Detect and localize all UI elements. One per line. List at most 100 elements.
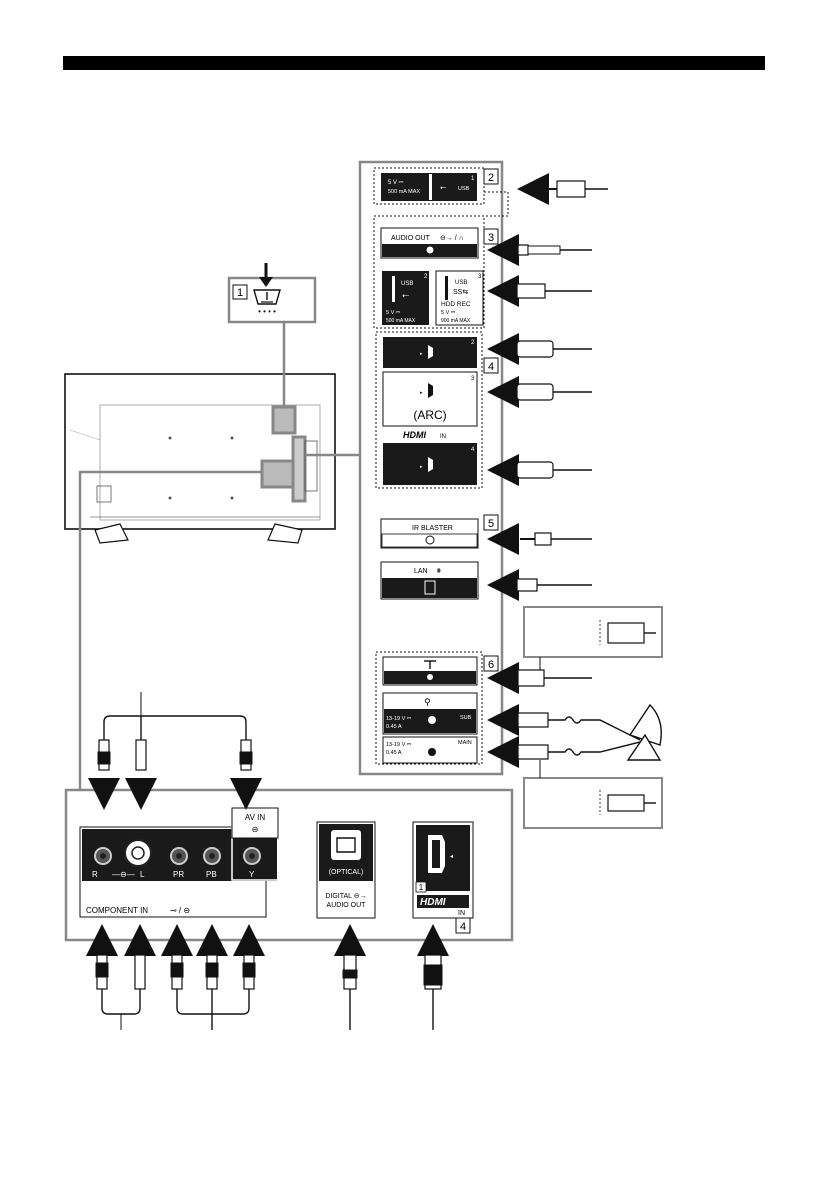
callout-4-bottom-label: 4: [460, 921, 466, 933]
callout-3-label: 3: [488, 232, 494, 244]
f-plug-detail: [523, 760, 663, 829]
header-bar: [63, 56, 765, 70]
svg-text:5 V ⎓: 5 V ⎓: [388, 180, 404, 186]
stand-right: [267, 523, 303, 544]
svg-text:1: 1: [471, 176, 475, 182]
audio-plug: [517, 244, 529, 256]
stand-left: [94, 523, 129, 544]
side-terminal-panel: 5 V ⎓ 500 mA MAX ⭠ USB 1 2 AUDIO OUT ⊖→ …: [358, 160, 509, 776]
svg-text:13-19 V ⎓: 13-19 V ⎓: [386, 742, 412, 748]
svg-text:USB: USB: [458, 186, 470, 192]
svg-text:▸: ▸: [420, 351, 423, 357]
svg-text:500 mA MAX: 500 mA MAX: [388, 189, 420, 195]
component-icon: ⊸ / ⊖: [170, 906, 190, 915]
satellite-sub-input[interactable]: ⚲ 13-19 V ⎓ 0.45 A SUB: [382, 692, 478, 735]
tv-back-view: [64, 373, 336, 544]
usb-port-1[interactable]: 5 V ⎓ 500 mA MAX ⭠ USB 1: [373, 167, 485, 205]
input-icon: —⊖—: [112, 870, 135, 879]
svg-text:900 mA MAX: 900 mA MAX: [441, 318, 471, 324]
hdmi-logo: HDMI: [403, 430, 426, 440]
f-type-plug: [517, 712, 549, 728]
svg-text:IR BLASTER: IR BLASTER: [412, 525, 453, 532]
svg-text:13-19 V ⎓: 13-19 V ⎓: [386, 716, 412, 722]
svg-text:USB: USB: [401, 281, 413, 287]
rca-plug: [97, 739, 111, 771]
svg-text:L: L: [140, 870, 145, 879]
svg-text:0.45 A: 0.45 A: [386, 724, 402, 730]
svg-text:IN: IN: [440, 434, 446, 440]
usb-port-2[interactable]: USB ⭠ 2 5 V ⎓ 500 mA MAX: [382, 271, 429, 325]
svg-text:0.45 A: 0.45 A: [386, 750, 402, 756]
rca-plug: [205, 954, 219, 990]
svg-text:▸: ▸: [420, 390, 423, 396]
hdmi-port-1[interactable]: ◂ 1 HDMI HDMI IN: [412, 821, 474, 919]
svg-text:R: R: [92, 870, 98, 879]
usb-plug: [556, 180, 586, 198]
svg-text:PB: PB: [206, 870, 217, 879]
button-callout: 1 • • • •: [227, 263, 317, 324]
rca-plug: [95, 954, 109, 990]
svg-text:▸: ▸: [420, 464, 423, 470]
f-type-plug: [517, 744, 549, 760]
hdmi-port-2[interactable]: 2 ▸: [383, 337, 477, 368]
svg-text:4: 4: [471, 447, 475, 453]
hdmi-plug: [516, 383, 554, 401]
svg-text:AV IN: AV IN: [245, 813, 266, 822]
svg-text:(OPTICAL): (OPTICAL): [329, 869, 364, 876]
rca-plug: [242, 954, 256, 990]
svg-text:HDMI: HDMI: [420, 897, 446, 908]
svg-text:HDD REC: HDD REC: [441, 301, 471, 308]
svg-text:(ARC): (ARC): [413, 408, 446, 422]
audio-out-jack[interactable]: AUDIO OUT ⊖→ / ∩: [380, 227, 479, 259]
side-terminal-highlight: [291, 435, 307, 503]
bottom-cables: [86, 924, 449, 1030]
rca-plug: [135, 739, 147, 771]
lan-port[interactable]: LAN ⩩: [380, 561, 479, 600]
svg-text:3: 3: [478, 274, 482, 280]
bottom-terminal-panel: R —⊖— L (MONO) PR PB Y AV IN ⊖ COMPONENT…: [64, 788, 514, 942]
callout-5-label: 5: [488, 518, 494, 530]
callout-6-label: 6: [488, 659, 494, 671]
hdmi-port-3-arc[interactable]: 3 ▸ (ARC): [382, 371, 478, 427]
ir-blaster-jack[interactable]: IR BLASTER: [380, 518, 479, 549]
side-cables: [487, 173, 662, 768]
svg-text:PR: PR: [173, 870, 184, 879]
svg-text:3: 3: [471, 376, 475, 382]
component-av-in[interactable]: R —⊖— L (MONO) PR PB Y: [92, 839, 261, 888]
av-input-icon: ⊖: [252, 825, 259, 834]
svg-text:◂: ◂: [450, 854, 453, 860]
coax-plug: [517, 669, 545, 687]
rca-plug: [239, 739, 253, 771]
top-terminal-highlight: [271, 405, 297, 435]
svg-text:USB: USB: [455, 280, 467, 286]
rca-plug: [134, 954, 146, 990]
hdmi-port-4[interactable]: 4 ▸: [383, 443, 477, 485]
ss-usb-icon: SS⇆: [453, 289, 468, 296]
svg-text:LAN: LAN: [414, 568, 428, 575]
svg-text:1: 1: [419, 883, 424, 892]
coax-plug-detail: [523, 606, 663, 670]
callout-2-label: 2: [488, 172, 494, 184]
usb-port-3-hdd-rec[interactable]: USB SS⇆ 3 HDD REC 5 V ⎓ 900 mA MAX: [435, 270, 484, 326]
svg-text:5 V ⎓: 5 V ⎓: [441, 310, 456, 316]
callout-1-label: 1: [237, 287, 243, 299]
satellite-dish-icon: [628, 703, 662, 746]
hdmi-plug: [516, 461, 554, 479]
svg-text:5 V ⎓: 5 V ⎓: [386, 310, 401, 316]
svg-text:500 mA MAX: 500 mA MAX: [386, 318, 416, 324]
digital-audio-out-optical[interactable]: (OPTICAL) DIGITAL ⊖→ AUDIO OUT: [316, 821, 376, 919]
svg-text:COMPONENT IN: COMPONENT IN: [86, 906, 148, 915]
svg-text:• • • •: • • • •: [258, 307, 276, 316]
leader-lines: [78, 322, 360, 790]
callout-4-label: 4: [488, 361, 494, 373]
rca-plug: [170, 954, 184, 990]
svg-text:AUDIO OUT: AUDIO OUT: [327, 902, 367, 909]
antenna-input[interactable]: [382, 656, 478, 686]
satellite-main-input[interactable]: 13-19 V ⎓ 0.45 A MAIN: [382, 736, 478, 764]
svg-text:Y: Y: [249, 870, 255, 879]
optical-plug: [342, 954, 358, 990]
hdmi-plug: [516, 340, 554, 358]
ir-blaster-plug: [534, 532, 552, 546]
usb-icon: ⭠: [402, 290, 409, 300]
